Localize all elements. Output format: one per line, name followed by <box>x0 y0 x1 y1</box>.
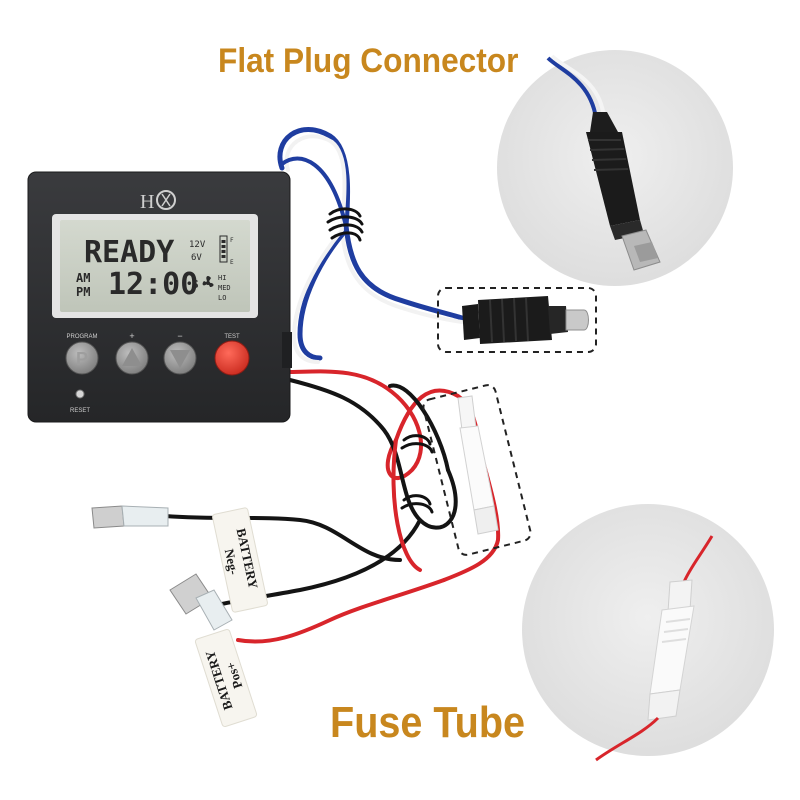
plus-button[interactable] <box>115 341 149 375</box>
test-button[interactable] <box>214 340 250 376</box>
reset-button[interactable] <box>75 389 85 399</box>
program-button[interactable]: P <box>65 341 99 375</box>
reset-label: RESET <box>70 408 90 414</box>
inset-flat-plug-image <box>546 54 661 271</box>
plus-label: + <box>129 331 134 341</box>
flat-plug-highlight-box <box>437 287 597 353</box>
negative-terminal <box>91 505 169 529</box>
flat-plug-callout-label: Flat Plug Connector <box>218 42 519 80</box>
lcd-am: AM <box>76 271 90 285</box>
lcd-full: F <box>230 237 234 244</box>
lcd-6v: 6V <box>191 253 202 263</box>
triangle-up-icon <box>122 348 142 366</box>
svg-text:H: H <box>140 191 154 213</box>
neg-tag-line2: Neg- <box>222 547 242 576</box>
lcd-med: MED <box>218 284 231 292</box>
fuse-tube-inset <box>522 504 774 756</box>
triangle-down-icon <box>170 350 190 368</box>
fuse-tube <box>457 395 499 535</box>
lcd-lo: LO <box>218 294 226 302</box>
battery-pos-tag: BATTERY Pos+ <box>194 628 258 728</box>
program-label: PROGRAM <box>66 334 97 340</box>
brand-logo: H <box>140 190 176 213</box>
fuse-tube-highlight-box <box>422 384 532 556</box>
lcd-time: 12:00 <box>108 267 198 302</box>
program-key-glyph: P <box>76 349 88 369</box>
minus-label: − <box>177 331 182 341</box>
fan-icon <box>202 275 214 287</box>
flat-plug-connector <box>462 296 589 344</box>
lcd-pm: PM <box>76 285 90 299</box>
positive-terminal <box>169 573 233 631</box>
lcd-status: READY <box>84 235 174 270</box>
lcd-speed: S <box>192 278 199 291</box>
fuse-tube-callout-label: Fuse Tube <box>330 698 526 747</box>
lcd-screen <box>60 220 250 312</box>
test-label: TEST <box>224 334 240 340</box>
lcd-12v: 12V <box>189 240 206 250</box>
minus-button[interactable] <box>163 341 197 375</box>
lcd-hi: HI <box>218 274 226 282</box>
inset-fuse-tube-image <box>595 535 714 762</box>
battery-level-icon <box>219 235 228 263</box>
lcd-empty: E <box>230 259 234 266</box>
timer-device: H READY 12:00 AM PM 12V 6V F E S HI MED … <box>27 171 292 423</box>
battery-neg-tag: BATTERY Neg- <box>212 507 268 613</box>
